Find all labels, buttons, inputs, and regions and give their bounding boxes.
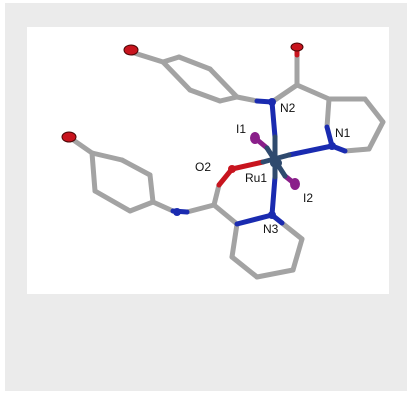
- bond: [150, 199, 176, 214]
- nitrogen-atom-n3: [268, 211, 276, 219]
- nitrogen-atom-n2: [268, 98, 276, 106]
- oxygen-atom: [290, 42, 304, 52]
- bond: [254, 267, 296, 280]
- bond: [160, 59, 193, 93]
- label-n3: N3: [263, 222, 279, 236]
- label-o2: O2: [195, 160, 211, 174]
- atoms: [61, 42, 336, 219]
- iodine-atom-i1: [250, 132, 260, 144]
- bond: [229, 254, 260, 280]
- bond: [89, 150, 125, 163]
- label-i2: I2: [303, 191, 313, 205]
- bond: [269, 82, 300, 105]
- upper-pyridine-ring: [269, 52, 386, 154]
- bond: [234, 212, 275, 227]
- bond: [294, 82, 332, 102]
- oxygen-bonds: [216, 44, 300, 188]
- bond: [147, 172, 156, 205]
- bond: [286, 143, 335, 158]
- bonds: [66, 44, 386, 280]
- upper-aryl-ring: [128, 49, 260, 104]
- bond: [229, 221, 240, 260]
- ruthenium-atom-ru1: [270, 158, 282, 168]
- bond: [207, 66, 240, 100]
- bond: [89, 150, 98, 194]
- bond: [127, 199, 156, 214]
- bond: [160, 54, 182, 65]
- bond: [362, 96, 386, 125]
- bond: [342, 146, 372, 154]
- iodine-atom-i2: [290, 178, 300, 190]
- label-n1: N1: [335, 126, 351, 140]
- bond: [279, 220, 305, 242]
- bond: [366, 119, 386, 152]
- bond: [269, 174, 278, 218]
- molecule-canvas: N2 I1 N1 O2 Ru1 I2 N3: [27, 27, 389, 294]
- bond: [119, 157, 153, 178]
- bond: [324, 96, 332, 130]
- bromine-atom: [123, 44, 139, 56]
- lower-aryl-ring: [66, 134, 176, 214]
- bond: [269, 99, 278, 140]
- atom-labels: N2 I1 N1 O2 Ru1 I2 N3: [195, 101, 351, 236]
- bromine-atom: [61, 131, 77, 143]
- bond: [217, 94, 240, 104]
- bond: [187, 87, 223, 104]
- label-n2: N2: [280, 101, 296, 115]
- bond: [176, 54, 213, 72]
- molecular-structure-diagram: N2 I1 N1 O2 Ru1 I2 N3: [61, 42, 386, 280]
- label-i1: I1: [236, 122, 246, 136]
- lower-pyridine-ring: [184, 182, 305, 280]
- bond: [290, 236, 305, 273]
- bond: [211, 182, 222, 208]
- label-ru1: Ru1: [245, 171, 267, 185]
- bond: [234, 94, 260, 104]
- figure-frame: N2 I1 N1 O2 Ru1 I2 N3: [5, 3, 407, 391]
- nitrogen-atom-n1: [328, 142, 336, 150]
- nitrogen-atom: [173, 208, 181, 216]
- oxygen-atom-o2: [228, 165, 236, 173]
- bond: [211, 202, 240, 227]
- bond: [184, 202, 217, 215]
- bond: [92, 188, 133, 214]
- bond: [229, 159, 266, 172]
